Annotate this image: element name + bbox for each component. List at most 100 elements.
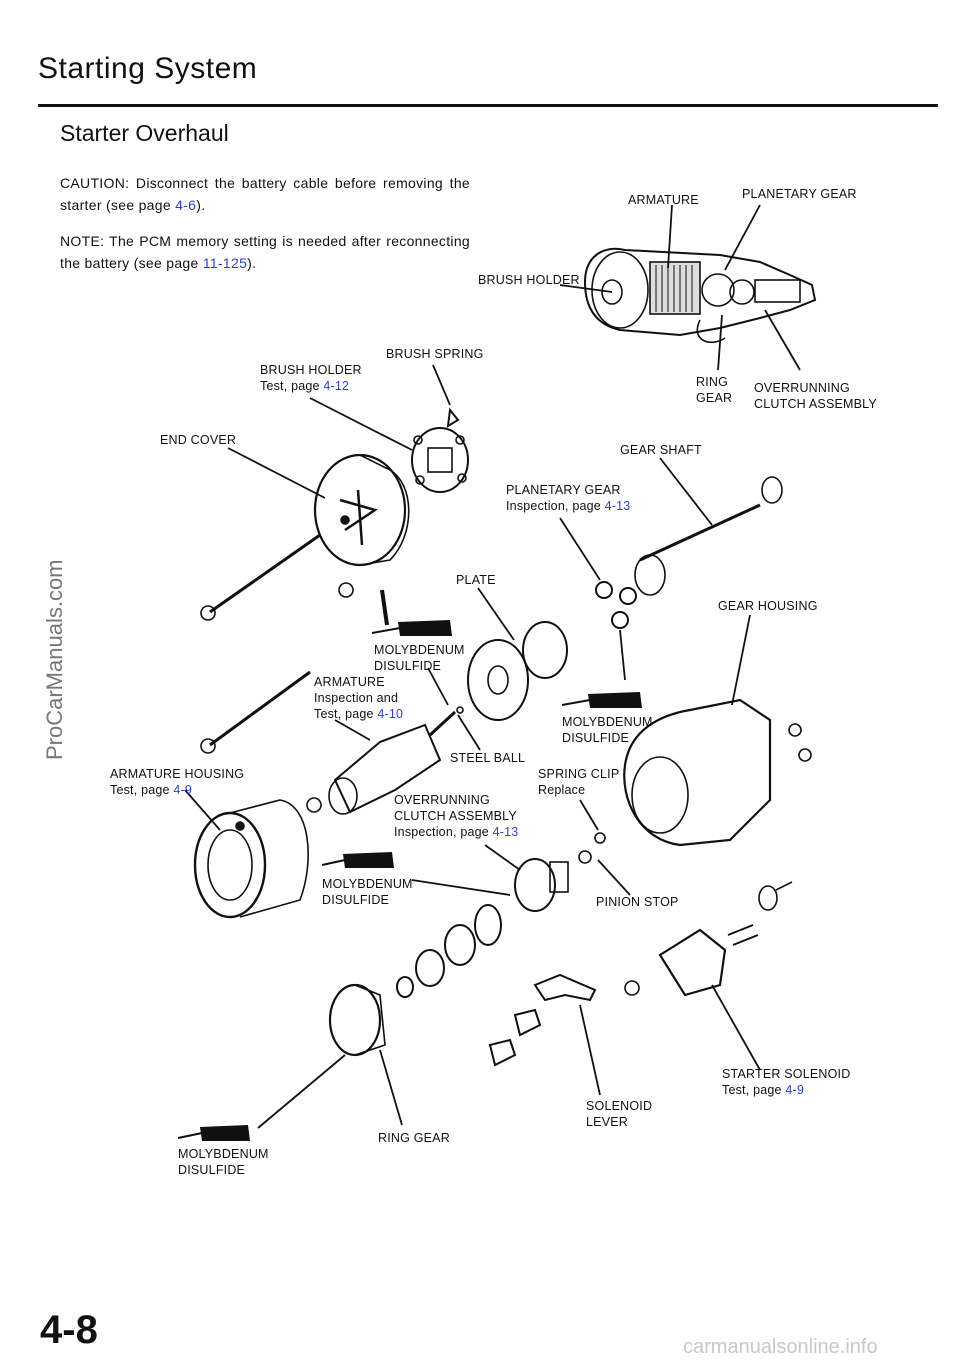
ring-plate-illustration <box>522 621 568 679</box>
spring-clip-illustration <box>594 832 606 844</box>
label-armature-test: Test, page <box>314 707 378 721</box>
section-title: Starter Overhaul <box>60 120 229 146</box>
gear-shaft-carrier <box>634 554 666 596</box>
label-pinion-stop: PINION STOP <box>596 895 679 909</box>
label-starter-solenoid-line1: STARTER SOLENOID <box>722 1067 851 1081</box>
leader-lines <box>184 204 801 1129</box>
label-armature-top: ARMATURE <box>628 193 699 207</box>
label-brush-holder-line1: BRUSH HOLDER <box>260 363 362 377</box>
label-overrunning-line2: CLUTCH ASSEMBLY <box>394 809 517 823</box>
starter-solenoid-illustration <box>624 881 793 997</box>
armature-housing-illustration <box>193 799 309 919</box>
through-bolt-head-1 <box>200 605 216 621</box>
grease-label-2: GREASE <box>594 697 630 706</box>
label-moly-4: MOLYBDENUM DISULFIDE <box>178 1146 269 1178</box>
assembled-starter-illustration <box>583 247 817 344</box>
label-ring-gear-top: RING GEAR <box>696 374 732 406</box>
gear-housing-illustration <box>623 698 812 847</box>
label-planetary-gear-line1: PLANETARY GEAR <box>506 483 621 497</box>
gear-shaft-washer <box>761 476 783 504</box>
label-starter-solenoid-test: Test, page <box>722 1083 786 1097</box>
label-moly-3-line1: MOLYBDENUM <box>322 877 413 891</box>
label-planetary-gear-insp: Inspection, page <box>506 499 605 513</box>
lever-pad-1 <box>513 1008 542 1037</box>
label-armature: ARMATURE Inspection and Test, page 4-10 <box>314 674 403 722</box>
label-moly-4-line1: MOLYBDENUM <box>178 1147 269 1161</box>
ring-gear-rim <box>354 984 386 1056</box>
label-overrunning-top-line2: CLUTCH ASSEMBLY <box>754 397 877 411</box>
washer-1 <box>474 904 502 946</box>
pcm-note: NOTE: The PCM memory setting is needed a… <box>60 230 470 274</box>
starter-solenoid-page-link[interactable]: 4-9 <box>785 1083 805 1097</box>
lever-pad-2 <box>488 1038 517 1067</box>
caution-note: CAUTION: Disconnect the battery cable be… <box>60 172 470 216</box>
label-moly-1-line2: DISULFIDE <box>374 659 442 673</box>
small-screw <box>338 582 354 598</box>
armature-page-link[interactable]: 4-10 <box>377 707 404 721</box>
overrunning-page-link[interactable]: 4-13 <box>492 825 519 839</box>
label-ring-gear-top-line2: GEAR <box>696 391 733 405</box>
page-number: 4-8 <box>40 1308 98 1352</box>
page-title: Starting System <box>38 52 258 85</box>
label-ring-gear-top-line1: RING <box>696 375 729 389</box>
label-gear-shaft: GEAR SHAFT <box>620 443 702 457</box>
grease-label-3: GREASE <box>349 857 385 866</box>
note-tail: ). <box>247 255 257 271</box>
end-cover-illustration <box>313 453 410 567</box>
label-planetary-gear-top: PLANETARY GEAR <box>742 187 857 201</box>
label-planetary-gear: PLANETARY GEAR Inspection, page 4-13 <box>506 482 630 514</box>
label-starter-solenoid: STARTER SOLENOID Test, page 4-9 <box>722 1066 850 1098</box>
small-bolt <box>380 589 389 626</box>
note-page-link[interactable]: 11-125 <box>202 255 248 271</box>
label-plate: PLATE <box>456 573 496 587</box>
note-text: NOTE: The PCM memory setting is needed a… <box>60 233 470 271</box>
caution-page-link[interactable]: 4-6 <box>175 197 197 213</box>
label-moly-1: MOLYBDENUM DISULFIDE <box>374 642 465 674</box>
label-overrunning-line1: OVERRUNNING <box>394 793 490 807</box>
label-brush-holder: BRUSH HOLDER Test, page 4-12 <box>260 362 362 394</box>
label-end-cover: END COVER <box>160 433 237 447</box>
solenoid-lever-illustration <box>533 973 597 1002</box>
label-overrunning-top: OVERRUNNING CLUTCH ASSEMBLY <box>754 380 877 412</box>
plate-illustration <box>467 639 529 721</box>
washer-2 <box>444 924 476 966</box>
brush-spring-illustration <box>446 407 460 428</box>
bottom-watermark: carmanualsonline.info <box>683 1336 878 1358</box>
planetary-gear-2 <box>619 587 637 605</box>
label-gear-housing: GEAR HOUSING <box>718 599 818 613</box>
label-moly-4-line2: DISULFIDE <box>178 1163 246 1177</box>
label-moly-2-line2: DISULFIDE <box>562 731 630 745</box>
title-rule <box>38 104 938 107</box>
label-brush-holder-test: Test, page <box>260 379 324 393</box>
overrunning-clutch-shaft <box>549 861 569 893</box>
planetary-gear-page-link[interactable]: 4-13 <box>604 499 631 513</box>
caution-tail: ). <box>196 197 206 213</box>
label-steel-ball: STEEL BALL <box>450 751 526 765</box>
label-overrunning-insp: Inspection, page <box>394 825 493 839</box>
label-spring-clip: SPRING CLIP Replace <box>538 766 619 798</box>
armature-illustration <box>328 710 457 815</box>
label-solenoid-lever-line1: SOLENOID <box>586 1099 653 1113</box>
label-armature-line2: Inspection and <box>314 691 399 705</box>
label-armature-line1: ARMATURE <box>314 675 385 689</box>
label-solenoid-lever-line2: LEVER <box>586 1115 628 1129</box>
pinion-stop-illustration <box>578 850 592 864</box>
label-moly-3-line2: DISULFIDE <box>322 893 390 907</box>
label-solenoid-lever: SOLENOID LEVER <box>586 1098 652 1130</box>
ring-gear-illustration <box>328 983 382 1057</box>
label-brush-spring: BRUSH SPRING <box>386 347 484 361</box>
caution-text: CAUTION: Disconnect the battery cable be… <box>60 175 470 213</box>
gear-shaft <box>639 503 761 562</box>
label-armature-housing-line1: ARMATURE HOUSING <box>110 767 245 781</box>
label-overrunning: OVERRUNNING CLUTCH ASSEMBLY Inspection, … <box>394 792 518 840</box>
label-moly-3: MOLYBDENUM DISULFIDE <box>322 876 413 908</box>
label-spring-clip-line1: SPRING CLIP <box>538 767 620 781</box>
armature-housing-page-link[interactable]: 4-9 <box>173 783 193 797</box>
side-watermark: ProCarManuals.com <box>42 559 67 760</box>
brush-holder-page-link[interactable]: 4-12 <box>323 379 350 393</box>
grease-label-1: GREASE <box>405 625 441 634</box>
label-moly-1-line1: MOLYBDENUM <box>374 643 465 657</box>
planetary-gear-3 <box>611 611 629 629</box>
grease-label-4: GREASE <box>206 1130 242 1139</box>
